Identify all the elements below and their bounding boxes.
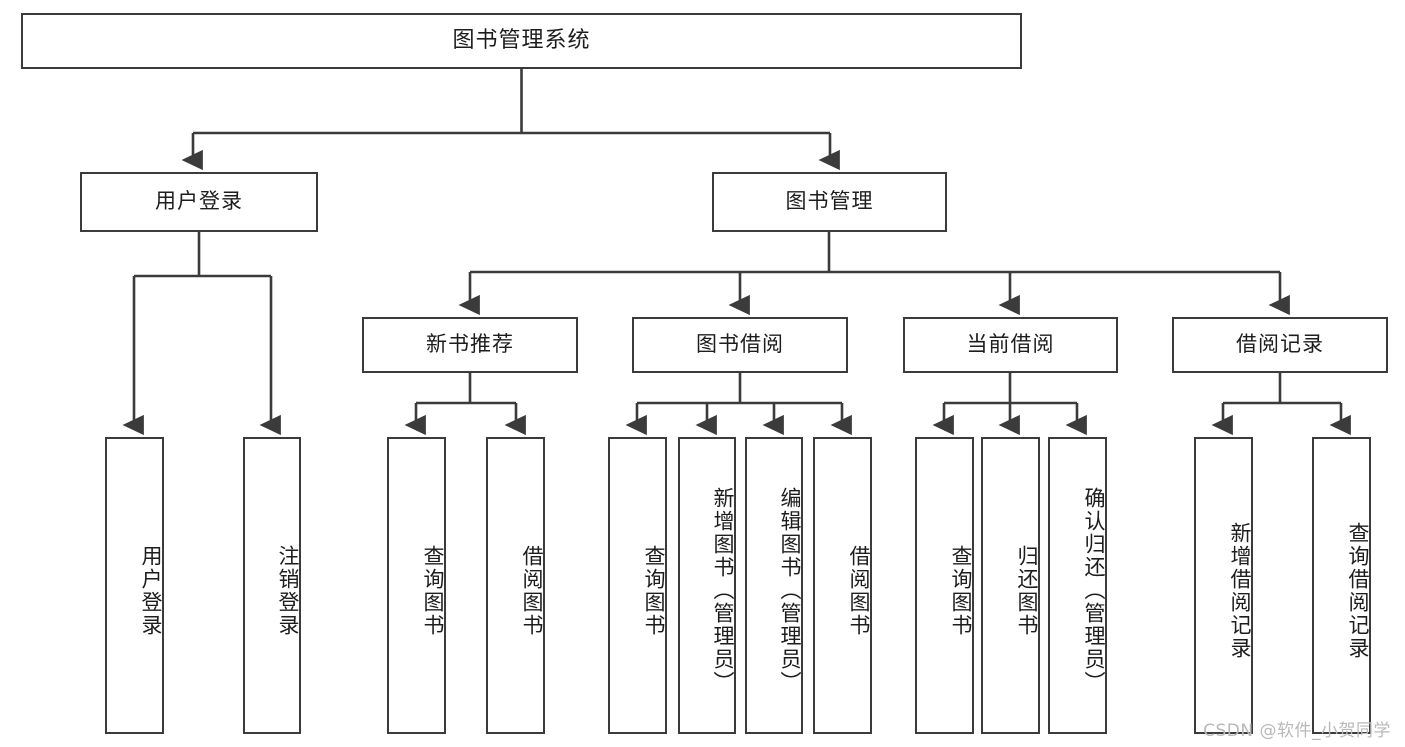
node-leaf-borrow-book-rec-label: 借阅图书 <box>520 544 544 637</box>
node-current-borrow[interactable]: 当前借阅 <box>903 317 1118 373</box>
node-leaf-query-book-cb[interactable]: 查询图书 <box>915 437 974 734</box>
node-leaf-edit-book[interactable]: 编辑图书（管理员） <box>745 437 803 734</box>
node-leaf-query-book-rec-label: 查询图书 <box>421 544 445 637</box>
node-book-manage-label: 图书管理 <box>785 189 874 214</box>
node-leaf-query-record-label: 查询借阅记录 <box>1346 521 1370 660</box>
node-book-borrow[interactable]: 图书借阅 <box>632 317 848 373</box>
node-book-borrow-label: 图书借阅 <box>696 332 784 357</box>
node-user-login[interactable]: 用户登录 <box>80 172 318 232</box>
node-new-book-rec[interactable]: 新书推荐 <box>362 317 578 373</box>
node-root[interactable]: 图书管理系统 <box>21 13 1022 69</box>
node-leaf-confirm-return-label: 确认归还（管理员） <box>1082 487 1106 694</box>
node-leaf-query-book-bb[interactable]: 查询图书 <box>608 437 667 734</box>
node-leaf-return-book[interactable]: 归还图书 <box>981 437 1040 734</box>
node-leaf-borrow-book-rec[interactable]: 借阅图书 <box>486 437 545 734</box>
node-leaf-borrow-book-bb[interactable]: 借阅图书 <box>813 437 872 734</box>
node-leaf-query-record[interactable]: 查询借阅记录 <box>1312 437 1371 734</box>
node-leaf-borrow-book-bb-label: 借阅图书 <box>847 544 871 637</box>
node-leaf-return-book-label: 归还图书 <box>1015 544 1039 637</box>
node-leaf-logout[interactable]: 注销登录 <box>243 437 301 734</box>
node-borrow-record[interactable]: 借阅记录 <box>1172 317 1388 373</box>
watermark-text: CSDN @软件_小贺同学 <box>1203 721 1391 741</box>
node-leaf-add-record-label: 新增借阅记录 <box>1228 521 1252 660</box>
node-leaf-add-record[interactable]: 新增借阅记录 <box>1194 437 1253 734</box>
node-leaf-add-book[interactable]: 新增图书（管理员） <box>678 437 736 734</box>
node-leaf-logout-label: 注销登录 <box>276 544 300 637</box>
node-current-borrow-label: 当前借阅 <box>966 332 1055 357</box>
node-root-label: 图书管理系统 <box>452 27 591 53</box>
node-leaf-query-book-cb-label: 查询图书 <box>949 544 973 637</box>
node-user-login-label: 用户登录 <box>155 189 243 214</box>
node-leaf-query-book-bb-label: 查询图书 <box>642 544 666 637</box>
node-book-manage[interactable]: 图书管理 <box>712 172 947 232</box>
node-leaf-edit-book-label: 编辑图书（管理员） <box>778 487 802 694</box>
node-leaf-user-login[interactable]: 用户登录 <box>105 437 164 734</box>
node-leaf-add-book-label: 新增图书（管理员） <box>711 487 735 694</box>
node-new-book-rec-label: 新书推荐 <box>426 332 514 357</box>
node-leaf-query-book-rec[interactable]: 查询图书 <box>387 437 446 734</box>
node-borrow-record-label: 借阅记录 <box>1236 332 1324 357</box>
node-leaf-confirm-return[interactable]: 确认归还（管理员） <box>1048 437 1107 734</box>
node-leaf-user-login-label: 用户登录 <box>139 544 163 637</box>
